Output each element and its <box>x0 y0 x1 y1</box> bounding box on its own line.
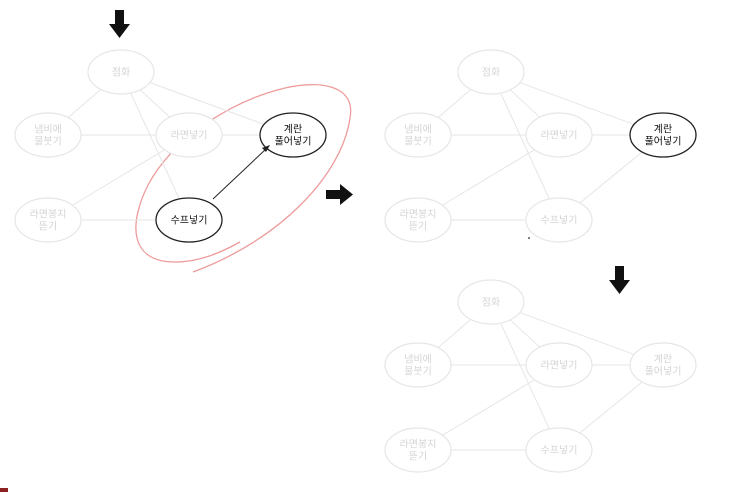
graph-node-ramen_in: 라면넣기 <box>525 112 593 158</box>
node-label: 점화 <box>482 297 500 309</box>
graph-node-soup: 수프넣기 <box>525 427 593 473</box>
node-ellipse <box>259 112 327 158</box>
node-label: 점화 <box>482 67 500 79</box>
graph-edge <box>120 71 190 221</box>
graph-node-ignite: 점화 <box>457 279 525 325</box>
node-ellipse <box>155 112 223 158</box>
node-label: 점화 <box>112 67 130 79</box>
node-label: 라면넣기 <box>541 130 578 142</box>
graph-node-ignite: 점화 <box>457 49 525 95</box>
node-ellipse <box>525 342 593 388</box>
graph-node-soup: 수프넣기 <box>155 197 223 243</box>
node-label: 수프넣기 <box>171 215 208 227</box>
node-label: 라면넣기 <box>171 130 208 142</box>
node-ellipse <box>384 342 452 388</box>
node-label: 라면넣기 <box>541 360 578 372</box>
node-ellipse <box>155 197 223 243</box>
highlight-circle <box>135 84 352 273</box>
node-ellipse <box>457 279 525 325</box>
node-ellipse <box>14 112 82 158</box>
graph-node-ignite: 점화 <box>87 49 155 95</box>
node-ellipse <box>87 49 155 95</box>
stray-dot <box>528 237 530 239</box>
node-ellipse <box>525 112 593 158</box>
node-ellipse <box>457 49 525 95</box>
node-ellipse <box>525 197 593 243</box>
dependency-arrowhead <box>262 145 270 152</box>
node-ellipse <box>525 427 593 473</box>
graph-node-ramen_in: 라면넣기 <box>525 342 593 388</box>
node-ellipse <box>384 427 452 473</box>
corner-mark <box>0 488 8 492</box>
graph-node-soup: 수프넣기 <box>525 197 593 243</box>
node-label: 수프넣기 <box>541 215 578 227</box>
down-arrow-icon <box>609 266 630 294</box>
dependency-arrow <box>212 148 267 200</box>
node-ellipse <box>629 112 697 158</box>
graph-edge <box>490 301 560 451</box>
right-arrow-icon <box>326 184 353 205</box>
node-ellipse <box>629 342 697 388</box>
graph-edge <box>490 71 560 221</box>
node-ellipse <box>384 112 452 158</box>
node-ellipse <box>14 197 82 243</box>
graph-node-ramen_in: 라면넣기 <box>155 112 223 158</box>
node-ellipse <box>384 197 452 243</box>
node-label: 수프넣기 <box>541 445 578 457</box>
down-arrow-icon <box>109 10 130 38</box>
